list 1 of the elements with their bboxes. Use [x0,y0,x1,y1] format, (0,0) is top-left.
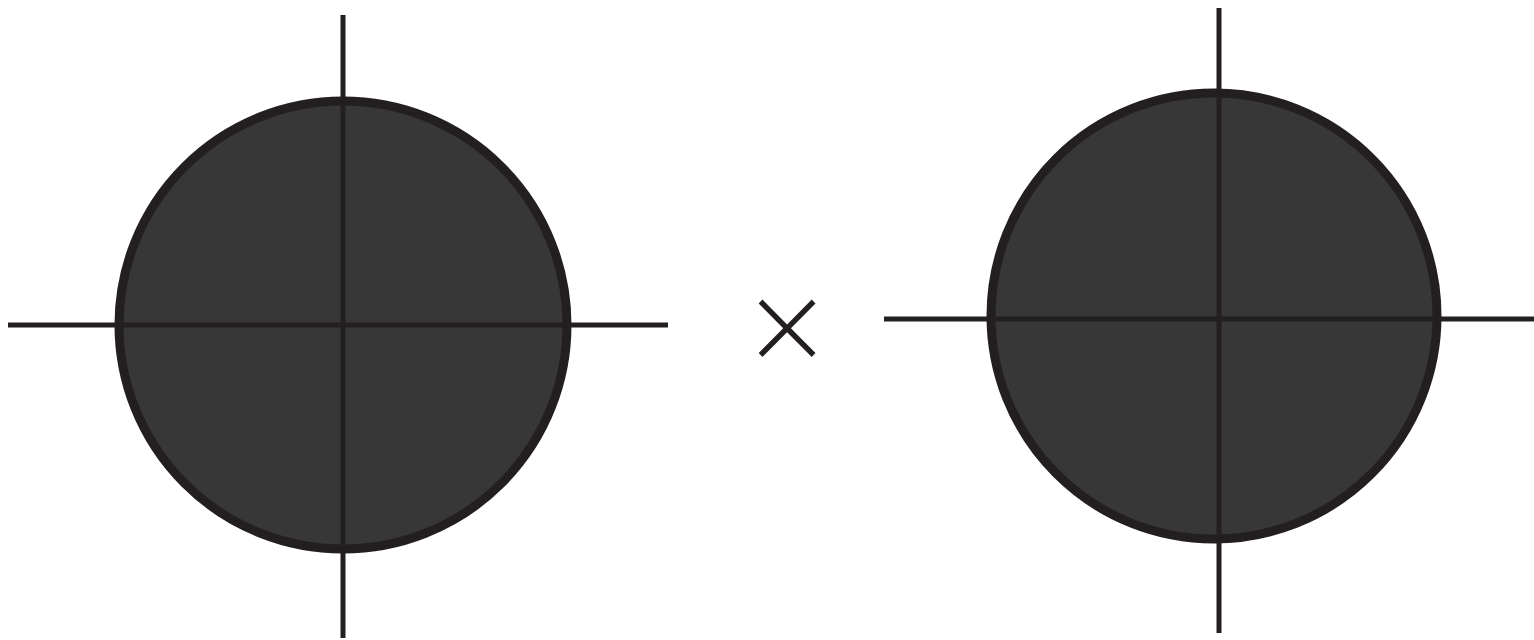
multiplication-sign: × [741,270,834,380]
